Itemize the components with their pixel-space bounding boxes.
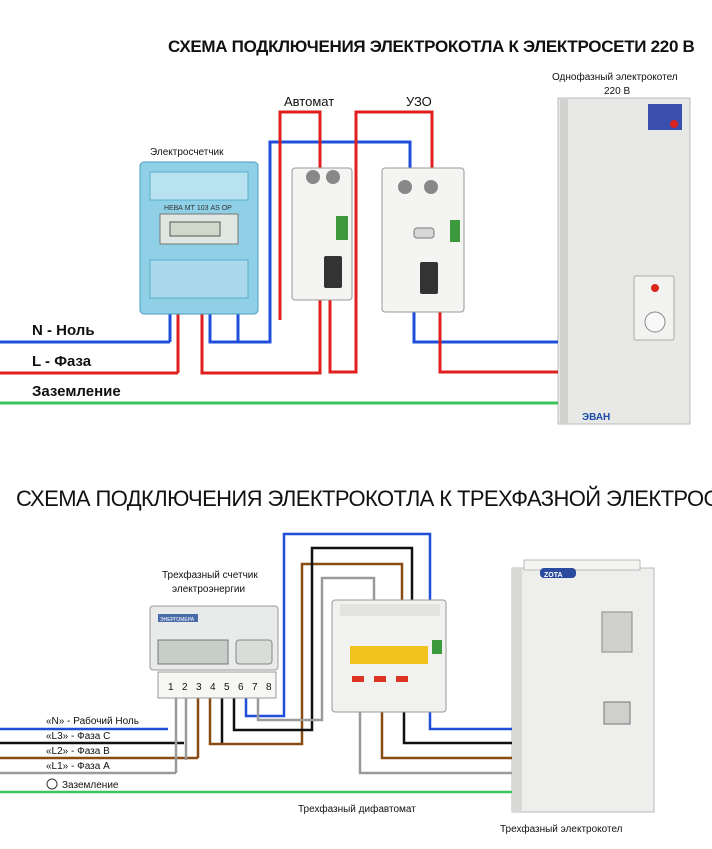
meter-model: НЕВА МТ 103 AS OP <box>164 205 232 212</box>
meter-out-to-breaker-wire <box>278 110 322 320</box>
single-phase-meter: НЕВА МТ 103 AS OP <box>139 161 259 315</box>
rcd-test-button-icon <box>413 227 435 239</box>
terminal-2: 2 <box>182 682 188 693</box>
bottom-line-l2-label: «L2» - Фаза В <box>46 746 110 757</box>
rcd-phase-to-boiler-wire <box>438 312 558 374</box>
difavtomat-label: Трехфазный дифавтомат <box>298 803 416 815</box>
bottom-diagram-title: СХЕМА ПОДКЛЮЧЕНИЯ ЭЛЕКТРОКОТЛА К ТРЕХФАЗ… <box>16 486 712 511</box>
breaker-to-rcd-wire <box>328 110 434 374</box>
line-l-label: L - Фаза <box>32 353 92 370</box>
meter-terminal-numbers: 1 2 3 4 5 6 7 8 <box>168 682 272 693</box>
breaker-label: Автомат <box>284 94 334 109</box>
top-diagram-title: СХЕМА ПОДКЛЮЧЕНИЯ ЭЛЕКТРОКОТЛА К ЭЛЕКТРО… <box>168 37 695 56</box>
rcd-label: УЗО <box>406 94 432 109</box>
phase-c-to-difavtomat-wire <box>232 546 414 732</box>
bottom-line-n-label: «N» - Рабочий Ноль <box>46 715 139 727</box>
line-pe-label: Заземление <box>32 383 121 400</box>
difavtomat-phase-c-out-wire <box>402 712 512 745</box>
terminal-3: 3 <box>196 682 202 693</box>
three-phase-meter-brand: ЭНЕРГОМЕРА <box>160 617 195 623</box>
terminal-1: 1 <box>168 682 174 693</box>
three-phase-meter-display-icon <box>157 639 229 665</box>
three-phase-boiler: ZOTA <box>511 559 655 813</box>
single-phase-boiler: ЭВАН <box>557 97 691 425</box>
terminal-4: 4 <box>210 682 216 693</box>
difavtomat-toggle-bar-icon <box>350 646 428 664</box>
circuit-breaker <box>291 167 353 301</box>
difavtomat-phase-a-out-wire <box>358 712 512 775</box>
neutral-to-rcd-wire <box>236 140 412 344</box>
indicator-lamp-icon <box>651 284 659 292</box>
rcd-neutral-to-boiler-wire <box>412 312 558 344</box>
line-n-label: N - Ноль <box>32 322 95 339</box>
zota-brand: ZOTA <box>544 572 563 579</box>
neutral-to-difavtomat-wire <box>244 532 432 718</box>
difavtomat-phase-b-out-wire <box>380 712 512 760</box>
boiler-brand: ЭВАН <box>582 412 610 423</box>
breaker-toggle-icon <box>324 256 342 288</box>
boiler-label-line2: 220 В <box>604 86 630 97</box>
terminal-7: 7 <box>252 682 258 693</box>
phase-b-to-difavtomat-wire <box>208 562 404 746</box>
three-phase-boiler-label: Трехфазный электрокотел <box>500 823 623 835</box>
ground-symbol-icon <box>46 778 58 790</box>
bottom-line-pe-label: Заземление <box>62 780 119 791</box>
three-phase-meter-label-2: электроэнергии <box>172 584 245 595</box>
rcd-device <box>381 167 465 313</box>
phase-to-breaker-wire <box>200 298 322 375</box>
rcd-toggle-icon <box>420 262 438 294</box>
terminal-8: 8 <box>266 682 272 693</box>
three-phase-difavtomat <box>331 599 447 713</box>
boiler-label-line1: Однофазный электрокотел <box>552 71 678 83</box>
meter-label: Электросчетчик <box>150 147 224 158</box>
phase-a-to-difavtomat-wire <box>256 576 376 722</box>
bottom-line-l3-label: «L3» - Фаза С <box>46 731 110 742</box>
terminal-6: 6 <box>238 682 244 693</box>
thermostat-knob-icon <box>644 311 666 333</box>
three-phase-meter: ЭНЕРГОМЕРА <box>149 605 279 699</box>
schneider-logo-icon <box>336 216 348 240</box>
bottom-line-l1-label: «L1» - Фаза А <box>46 761 110 772</box>
three-phase-meter-label-1: Трехфазный счетчик <box>162 569 258 581</box>
meter-display-icon <box>169 221 221 237</box>
difavtomat-neutral-out-wire <box>428 712 512 731</box>
terminal-5: 5 <box>224 682 230 693</box>
